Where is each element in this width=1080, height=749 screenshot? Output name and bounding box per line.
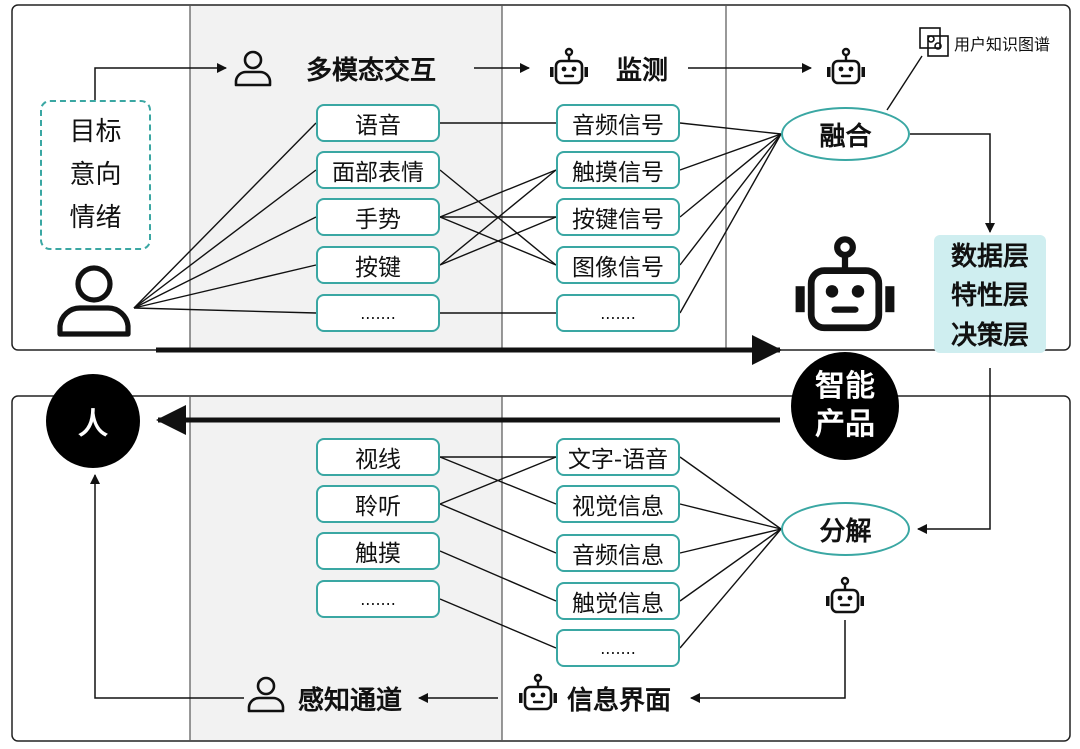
knowledge-graph-icon: [919, 27, 949, 57]
product-line: 智能: [815, 369, 875, 404]
input-node: 语音: [316, 104, 440, 142]
signal-node: 触摸信号: [556, 151, 680, 189]
output-node: 文字-语音: [556, 438, 680, 476]
signal-node: .......: [556, 294, 680, 332]
person-icon-large: [60, 268, 128, 334]
robot-icon-large: [796, 239, 895, 327]
header-interface: 信息界面: [567, 686, 672, 716]
channel-node: 聆听: [316, 485, 440, 523]
layer-label: 数据层: [950, 242, 1029, 273]
output-node: 视觉信息: [556, 485, 680, 523]
decompose-ellipse: 分解: [781, 502, 910, 556]
header-monitor: 监测: [616, 56, 669, 86]
input-node: 面部表情: [316, 151, 440, 189]
channel-node: 视线: [316, 438, 440, 476]
input-node: .......: [316, 294, 440, 332]
goal-intent-emotion-box: 目标 意向 情绪: [40, 100, 151, 250]
data-layers-box: 数据层 特性层 决策层: [934, 235, 1046, 353]
goal-line: 目标: [69, 116, 122, 147]
header-multimodal: 多模态交互: [306, 56, 437, 86]
signal-node: 按键信号: [556, 198, 680, 236]
channel-node: .......: [316, 580, 440, 618]
signal-node: 图像信号: [556, 246, 680, 284]
layer-label: 特性层: [950, 281, 1029, 312]
product-line: 产品: [815, 407, 875, 442]
robot-icon-decompose: [824, 576, 866, 614]
layer-label: 决策层: [950, 320, 1029, 351]
input-node: 按键: [316, 246, 440, 284]
person-circle: 人: [46, 374, 140, 468]
input-node: 手势: [316, 198, 440, 236]
smart-product-circle: 智能 产品: [791, 352, 899, 460]
signal-node: 音频信号: [556, 104, 680, 142]
robot-icon-monitor: [548, 47, 590, 85]
output-node: 触觉信息: [556, 582, 680, 620]
header-perception: 感知通道: [298, 686, 403, 716]
knowledge-graph-label: 用户知识图谱: [954, 35, 1051, 54]
output-node: .......: [556, 629, 680, 667]
fusion-ellipse: 融合: [781, 107, 910, 161]
goal-line: 意向: [69, 159, 122, 190]
output-node: 音频信息: [556, 534, 680, 572]
robot-icon-fusion: [825, 47, 867, 85]
robot-icon-interface: [517, 673, 559, 711]
goal-line: 情绪: [69, 202, 122, 233]
channel-node: 触摸: [316, 532, 440, 570]
